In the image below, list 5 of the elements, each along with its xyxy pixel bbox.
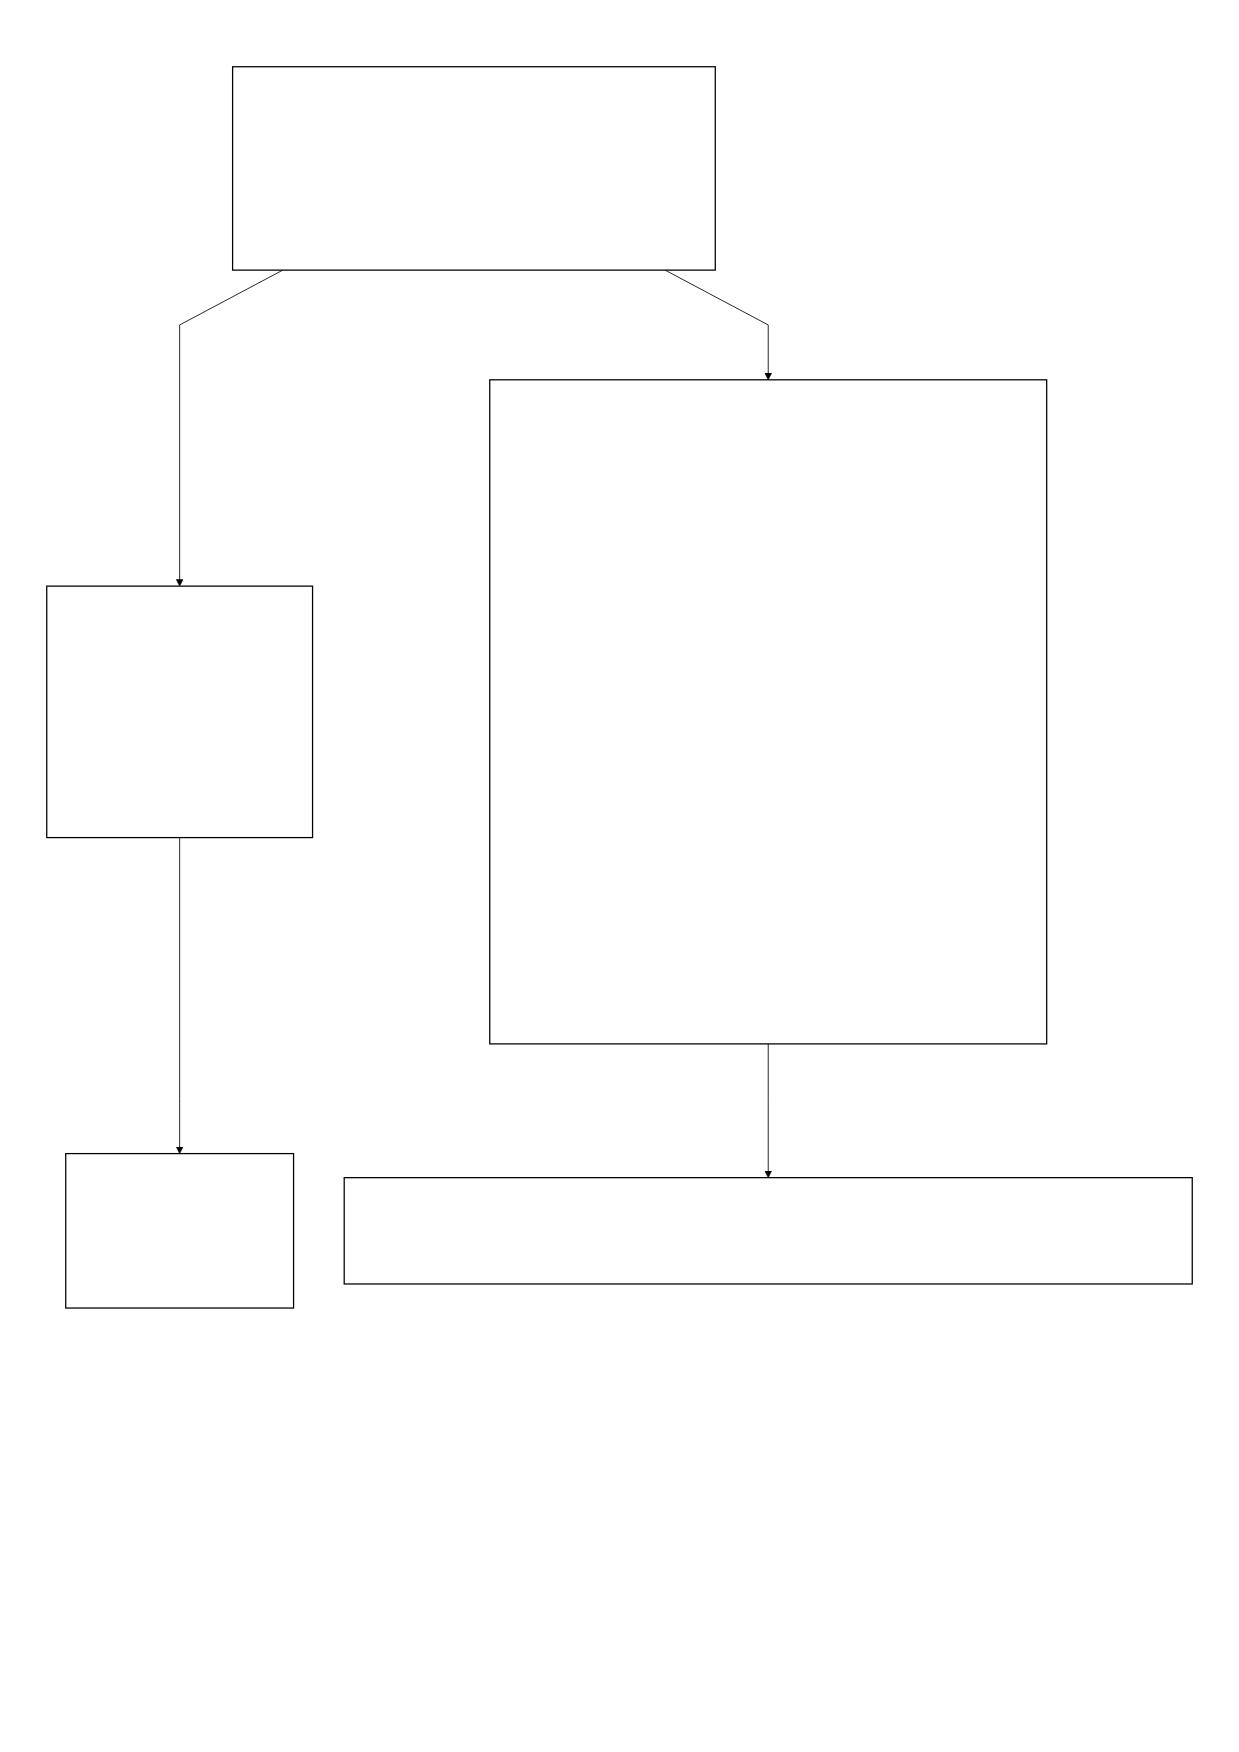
process-box xyxy=(489,379,1048,1045)
process-box xyxy=(65,1152,295,1309)
process-box xyxy=(231,66,716,271)
process-box xyxy=(343,1177,1193,1285)
process-box xyxy=(46,585,314,839)
